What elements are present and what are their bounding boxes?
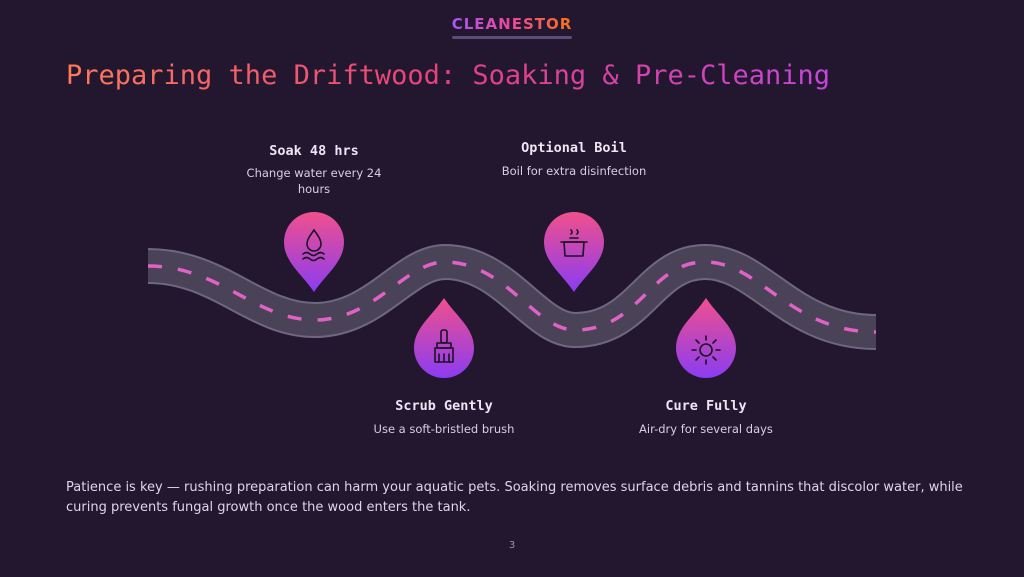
step-scrub-title: Scrub Gently [395,398,493,414]
step-soak-desc: Change water every 24 hours [246,166,382,196]
step-soak-title: Soak 48 hrs [269,143,359,159]
brand-logo: CLEANESTOR [0,14,1024,39]
sun-icon [691,335,721,365]
step-cure-title: Cure Fully [665,398,747,414]
brand-tagline-mark [452,36,572,39]
water-drop-icon [302,228,325,262]
pin-scrub [414,298,474,378]
brand-name: CLEANESTOR [451,15,573,33]
pin-cure [676,298,736,378]
pin-soak [284,212,344,292]
brush-icon [434,329,454,363]
step-boil-title: Optional Boil [521,140,627,156]
step-boil-desc: Boil for extra disinfection [501,164,647,178]
page-title: Preparing the Driftwood: Soaking & Pre-C… [66,60,831,91]
pot-icon [560,229,588,257]
pin-boil [544,212,604,292]
step-cure-desc: Air-dry for several days [639,422,773,436]
page-number: 3 [508,540,516,551]
step-scrub-desc: Use a soft-bristled brush [373,422,515,436]
footer-note: Patience is key — rushing preparation ca… [66,480,963,515]
road-surface [147,245,877,348]
